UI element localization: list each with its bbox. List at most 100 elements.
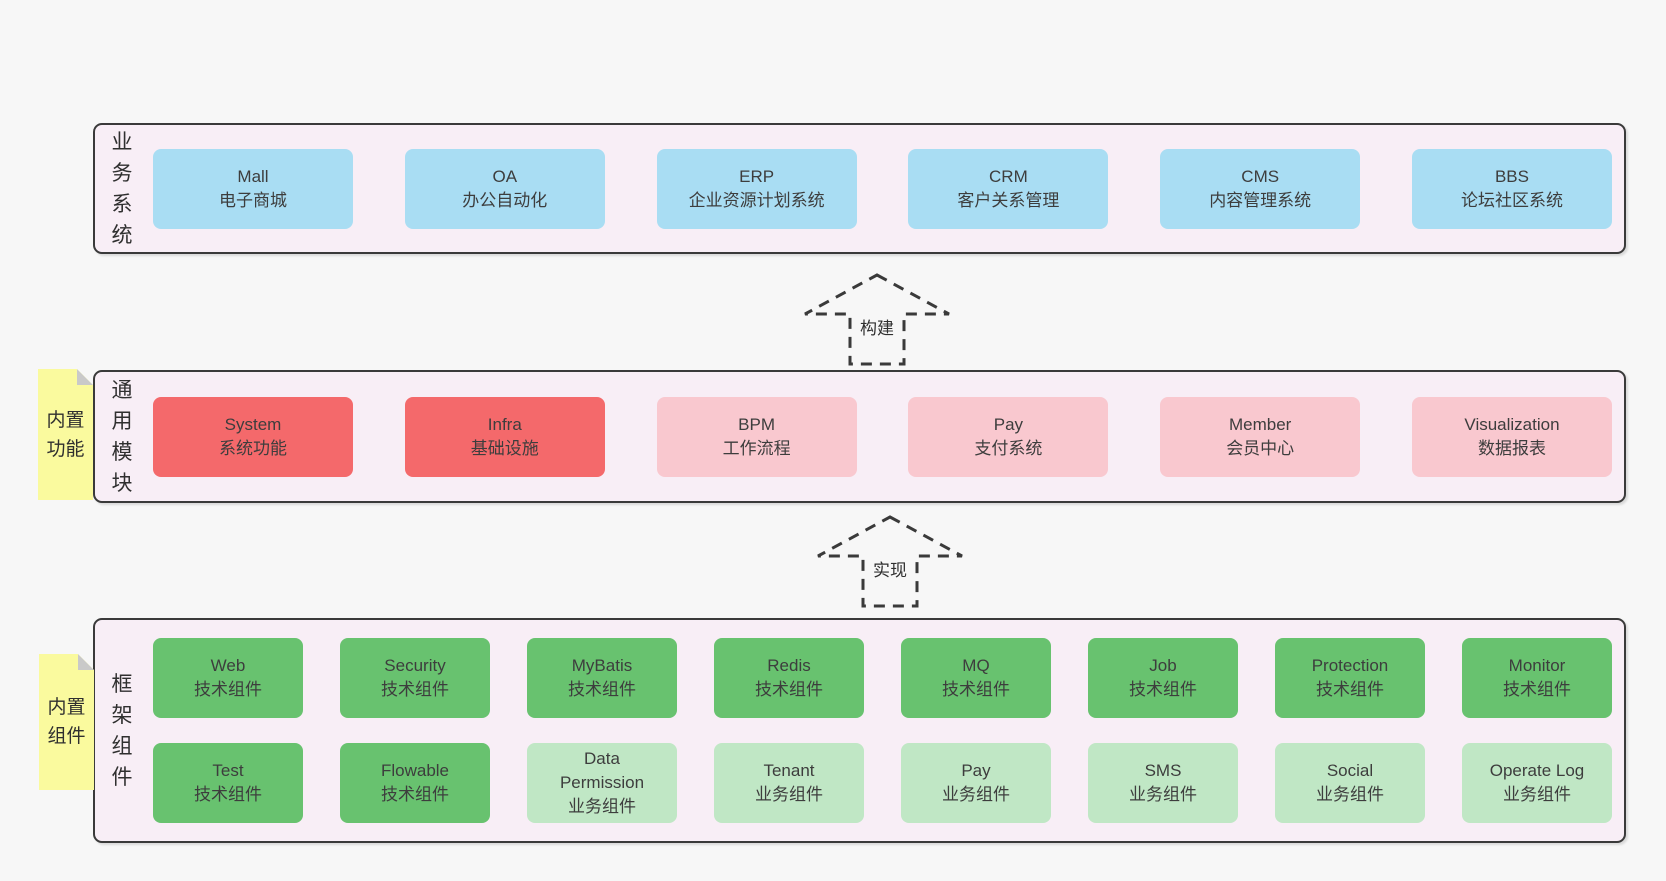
box-pay-module-subtitle: 支付系统 [974,438,1043,458]
box-member-subtitle: 会员中心 [1226,438,1295,458]
box-visualization-subtitle: 数据报表 [1477,438,1546,458]
box-cms-name: CMS [1241,166,1280,186]
arrow-build-label: 构建 [857,314,897,339]
box-pay-component-name: Pay [961,761,991,780]
box-operate-log-name: Operate Log [1489,761,1585,780]
box-web-name: Web [210,656,246,675]
box-web-subtitle: 技术组件 [194,680,262,699]
box-infra-name: Infra [487,414,522,434]
framework-box-row-2: Test 技术组件 Flowable 技术组件 Data Permission … [153,743,1612,823]
box-visualization-name: Visualization [1464,414,1560,434]
sticky-note-built-in-features: 内置功能 [38,369,93,500]
box-system-name: System [224,414,282,434]
band-label-business-systems: 业务系统 [111,130,133,247]
box-mq-name: MQ [962,656,990,675]
box-bbs-name: BBS [1494,166,1529,186]
box-system-subtitle: 系统功能 [219,438,287,458]
box-crm-name: CRM [989,166,1028,186]
box-cms-subtitle: 内容管理系统 [1209,190,1312,210]
box-erp-subtitle: 企业资源计划系统 [688,190,825,210]
box-job: Job 技术组件 [1088,638,1238,718]
box-redis-name: Redis [767,656,811,675]
band-label-common-modules: 通用模块 [111,378,133,495]
sticky-note-built-in-components: 内置组件 [39,654,94,790]
box-sms-name: SMS [1144,761,1182,780]
box-bpm-name: BPM [738,414,776,434]
framework-box-row-1: Web 技术组件 Security 技术组件 MyBatis 技术组件 Redi… [153,638,1612,718]
box-mq: MQ 技术组件 [901,638,1051,718]
box-security-subtitle: 技术组件 [381,680,449,699]
band-business-content: Mall 电子商城 OA 办公自动化 ERP 企业资源计划系统 CRM 客户关系… [153,125,1612,252]
box-security-name: Security [384,656,446,675]
band-business-systems: 业务系统 Mall 电子商城 OA 办公自动化 ERP 企业资源计划系统 CRM… [93,123,1626,254]
box-mybatis: MyBatis 技术组件 [527,638,677,718]
box-job-name: Job [1149,656,1177,675]
box-protection: Protection 技术组件 [1275,638,1425,718]
box-tenant-name: Tenant [763,761,815,780]
box-tenant-subtitle: 业务组件 [755,785,823,804]
box-flowable-subtitle: 技术组件 [381,785,449,804]
box-redis-subtitle: 技术组件 [755,680,823,699]
box-operate-log: Operate Log 业务组件 [1462,743,1612,823]
box-bpm: BPM 工作流程 [656,396,857,477]
box-web: Web 技术组件 [153,638,303,718]
box-security: Security 技术组件 [340,638,490,718]
box-mybatis-name: MyBatis [571,656,633,675]
box-cms: CMS 内容管理系统 [1160,148,1361,229]
box-sms: SMS 业务组件 [1088,743,1238,823]
box-member: Member 会员中心 [1160,396,1361,477]
box-crm: CRM 客户关系管理 [908,148,1109,229]
box-tenant: Tenant 业务组件 [714,743,864,823]
box-pay-component: Pay 业务组件 [901,743,1051,823]
box-operate-log-subtitle: 业务组件 [1503,785,1571,804]
box-protection-name: Protection [1311,656,1389,675]
box-monitor: Monitor 技术组件 [1462,638,1612,718]
box-test: Test 技术组件 [153,743,303,823]
box-mq-subtitle: 技术组件 [942,680,1010,699]
box-test-subtitle: 技术组件 [194,785,262,804]
box-mall: Mall 电子商城 [153,148,353,229]
business-box-row: Mall 电子商城 OA 办公自动化 ERP 企业资源计划系统 CRM 客户关系… [153,148,1612,229]
box-test-name: Test [212,761,244,780]
box-bbs: BBS 论坛社区系统 [1411,148,1612,229]
box-infra: Infra 基础设施 [404,396,605,477]
box-flowable-name: Flowable [380,761,450,780]
box-oa-name: OA [492,166,518,186]
box-mybatis-subtitle: 技术组件 [568,680,636,699]
box-social-subtitle: 业务组件 [1316,785,1384,804]
box-crm-subtitle: 客户关系管理 [957,190,1060,210]
box-oa-subtitle: 办公自动化 [462,190,548,210]
modules-box-row: System 系统功能 Infra 基础设施 BPM 工作流程 Pay 支付系统… [153,396,1612,477]
box-erp: ERP 企业资源计划系统 [656,148,857,229]
band-common-modules: 通用模块 System 系统功能 Infra 基础设施 BPM 工作流程 Pay… [93,370,1626,503]
box-erp-name: ERP [739,166,775,186]
box-data-permission: Data Permission 业务组件 [527,743,677,823]
box-protection-subtitle: 技术组件 [1316,680,1384,699]
box-monitor-name: Monitor [1508,656,1566,675]
box-visualization: Visualization 数据报表 [1411,396,1612,477]
band-framework-content: Web 技术组件 Security 技术组件 MyBatis 技术组件 Redi… [153,620,1612,841]
box-data-permission-name: Data Permission [559,749,645,792]
box-bpm-subtitle: 工作流程 [722,438,791,458]
box-social-name: Social [1326,761,1374,780]
box-pay-module-name: Pay [993,414,1024,434]
box-bbs-subtitle: 论坛社区系统 [1460,190,1563,210]
up-arrow-implement: 实现 [815,514,965,609]
box-monitor-subtitle: 技术组件 [1503,680,1571,699]
box-redis: Redis 技术组件 [714,638,864,718]
box-member-name: Member [1229,414,1292,434]
box-oa: OA 办公自动化 [404,148,605,229]
box-mall-subtitle: 电子商城 [219,190,287,210]
box-mall-name: Mall [237,166,269,186]
band-modules-content: System 系统功能 Infra 基础设施 BPM 工作流程 Pay 支付系统… [153,372,1612,501]
box-infra-subtitle: 基础设施 [470,438,539,458]
up-arrow-build: 构建 [802,272,952,367]
box-data-permission-subtitle: 业务组件 [568,797,636,816]
band-label-framework-components: 框架组件 [111,672,133,789]
box-social: Social 业务组件 [1275,743,1425,823]
arrow-implement-label: 实现 [870,556,910,581]
band-framework-components: 框架组件 Web 技术组件 Security 技术组件 MyBatis 技术组件… [93,618,1626,843]
box-job-subtitle: 技术组件 [1129,680,1197,699]
box-pay-module: Pay 支付系统 [908,396,1109,477]
